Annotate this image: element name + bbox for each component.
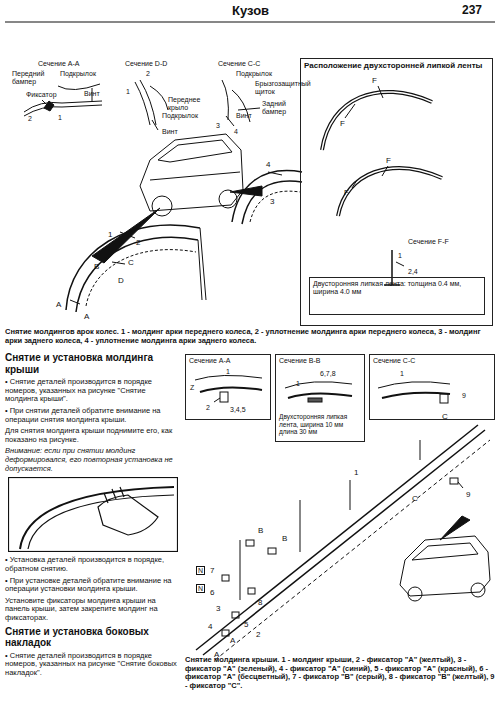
- callout-number: 8: [258, 598, 262, 607]
- callout-number: 3: [216, 122, 220, 130]
- callout-number: A: [230, 636, 235, 645]
- callout-number: F: [344, 188, 349, 197]
- callout-number: 1: [296, 380, 300, 388]
- body-text: • Установка деталей производится в поряд…: [5, 556, 177, 573]
- body-text: • При снятии деталей обратите внимание н…: [5, 407, 177, 424]
- callout-number: 6,7,8: [320, 370, 336, 378]
- node-title: Расположение двухсторонней липкой ленты: [304, 61, 489, 70]
- page-header: Кузов: [232, 4, 269, 19]
- callout-number: 1: [398, 252, 402, 260]
- callout-number: 2: [146, 70, 150, 78]
- section-heading: Снятие и установка молдинга крыши: [5, 352, 177, 375]
- callout-number: 2: [136, 238, 140, 247]
- section-box: Сечение A-A: [185, 354, 271, 420]
- section-box: Сечение B-B Двухсторонняя липкая лента, ш…: [275, 354, 365, 442]
- callout-number: 3,4,5: [230, 406, 246, 414]
- part-name: Подкрылок: [60, 70, 96, 78]
- hand-figure: [8, 477, 178, 552]
- callout-number: 1: [226, 368, 230, 376]
- part-name: Сечение A-A: [38, 60, 80, 68]
- callout-number: C: [412, 494, 418, 503]
- callout-number: F: [386, 156, 391, 165]
- callout-number: B: [282, 534, 287, 543]
- body-text: • Снятие деталей производится в порядке …: [5, 378, 177, 404]
- callout-number: 4: [234, 128, 238, 136]
- callout-number: 6: [210, 588, 214, 597]
- callout-number: 4: [266, 160, 270, 169]
- callout-number: B: [258, 526, 263, 535]
- part-name: Подкрылок: [236, 70, 272, 78]
- node-title: Двусторонняя липкая лента: толщина 0.4 м…: [313, 280, 481, 296]
- body-text: Внимание: если при снятии молдинг деформ…: [5, 447, 177, 473]
- part-name: Задний бампер: [262, 100, 298, 116]
- callout-number: F: [340, 119, 345, 128]
- node-title: Сечение A-A: [189, 357, 267, 365]
- figure-caption: Снятие молдингов арок колес. 1 - молдинг…: [5, 328, 495, 345]
- callout-number: 1: [354, 468, 358, 477]
- tape-spec-box: Двусторонняя липкая лента: толщина 0.4 м…: [309, 277, 485, 315]
- part-name: Переднее крыло: [168, 96, 202, 112]
- callout-number: Винт: [162, 128, 178, 136]
- callout-number: 1: [108, 230, 112, 239]
- callout-number: 4: [208, 622, 212, 631]
- callout-number: 7: [210, 566, 214, 575]
- callout-number: D: [118, 276, 124, 285]
- part-name: Сечение D-D: [125, 60, 167, 68]
- callout-number: Винт: [84, 90, 100, 98]
- callout-number: 9: [466, 490, 470, 499]
- body-text: • При установке деталей обратите внимани…: [5, 577, 177, 594]
- part-name: Передний бампер: [12, 70, 52, 86]
- callout-number: C: [128, 258, 134, 267]
- callout-number: 3: [270, 197, 274, 206]
- tape-layout-panel: Расположение двухсторонней липкой лентыД…: [300, 58, 493, 326]
- node-note: Двухсторонняя липкая лента, ширина 10 мм…: [279, 413, 361, 435]
- callout-number: Винт: [236, 112, 252, 120]
- callout-number: 3: [216, 604, 220, 613]
- callout-number: Z: [190, 384, 194, 392]
- callout-number: 2: [206, 404, 210, 412]
- callout-number: 1: [58, 114, 62, 122]
- body-text: • Снятие деталей производится в порядке …: [5, 652, 177, 678]
- callout-number: 2: [28, 115, 32, 123]
- callout-number: A: [84, 312, 89, 321]
- node-title: Сечение B-B: [279, 357, 361, 365]
- callout-number: N: [196, 566, 205, 575]
- part-name: Брызгозащитный щиток: [255, 80, 299, 96]
- callout-number: 2: [256, 630, 260, 639]
- callout-number: A: [56, 300, 61, 309]
- roof-molding-removal-illustration: [8, 477, 178, 552]
- callout-number: 1: [400, 370, 404, 378]
- callout-number: F: [372, 76, 377, 85]
- callout-number: 2,4: [408, 268, 418, 276]
- section-heading: Снятие и установка боковых накладок: [5, 626, 177, 649]
- callout-number: 1: [126, 88, 130, 96]
- part-name: Сечение F-F: [408, 238, 449, 246]
- node-title: Сечение C-C: [373, 357, 491, 365]
- body-text: Установите фиксаторы молдинга крыши на п…: [5, 597, 177, 623]
- callout-number: C: [442, 412, 448, 421]
- part-name: Сечение C-C: [218, 60, 260, 68]
- body-text: Для снятия молдинга крыши поднимите его,…: [5, 427, 177, 444]
- page-number: 237: [462, 4, 482, 18]
- callout-number: 9: [462, 392, 466, 400]
- callout-number: B: [94, 262, 99, 271]
- callout-number: N: [196, 584, 205, 593]
- section-box: Сечение C-C: [369, 354, 495, 420]
- figure-caption: Снятие молдинга крыши. 1 - молдинг крыши…: [185, 656, 495, 691]
- part-name: Фиксатор: [26, 91, 57, 99]
- part-name: Подкрылок: [162, 112, 198, 120]
- callout-number: 5: [244, 620, 248, 629]
